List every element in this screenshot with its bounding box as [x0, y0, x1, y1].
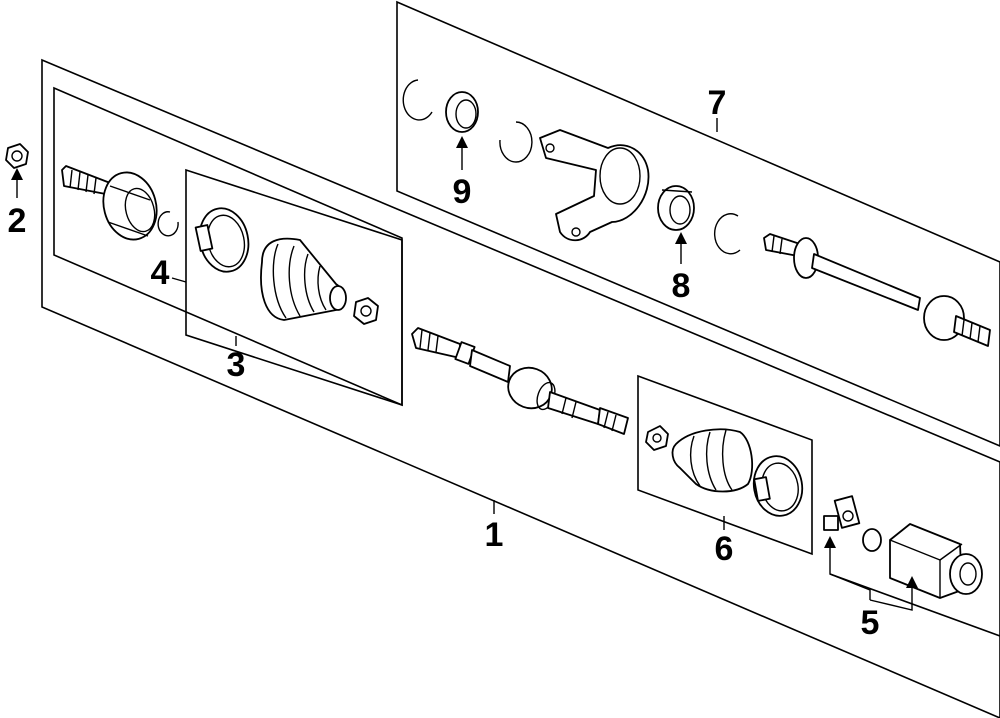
boot-clamp-part: [194, 207, 250, 273]
inner-joint-bracket: [829, 573, 1000, 637]
support-bearing-part: [657, 185, 695, 231]
callout-1: 1: [485, 516, 504, 554]
callout-4: 4: [151, 254, 170, 292]
outer-circlip-part: [157, 211, 179, 237]
callout-5-arrows: [824, 536, 918, 611]
outer-cv-joint-part: [61, 165, 158, 241]
outer-boot-part: [260, 237, 347, 321]
callout-9: 9: [453, 173, 472, 211]
inner-snap-ring-part: [862, 528, 882, 552]
intermediate-shaft-part: [763, 233, 991, 347]
inner-boot-clamp-part: [752, 455, 804, 517]
callout-8-arrow: [675, 232, 687, 264]
outer-boot-kit-frame: [185, 168, 403, 407]
bearing-support-bracket-part: [539, 129, 650, 242]
callout-7: 7: [708, 84, 727, 122]
inner-joint-housing-part: [889, 523, 983, 599]
snap-ring-left-part: [402, 79, 433, 121]
intermediate-shaft-frame: [396, 0, 1000, 447]
axle-assembly-frame: [41, 58, 1000, 718]
tripod-joint-part: [823, 495, 861, 531]
snap-ring-right-part: [713, 213, 741, 255]
callout-8: 8: [672, 267, 691, 305]
callout-2-arrow: [11, 168, 23, 198]
callout-3: 3: [227, 346, 246, 384]
inner-boot-part: [671, 428, 754, 493]
callout-9-arrow: [456, 136, 468, 170]
inner-boot-kit-frame: [637, 374, 813, 556]
axle-nut-part: [5, 143, 29, 169]
half-shaft-part: [411, 327, 629, 435]
callout-6: 6: [715, 530, 734, 568]
inner-boot-nut-part: [645, 425, 669, 451]
callout-2: 2: [8, 202, 27, 240]
dust-seal-part: [445, 91, 479, 133]
callout-5: 5: [861, 604, 880, 642]
callout-4-leader: [171, 277, 187, 283]
snap-ring-middle-part: [499, 121, 533, 163]
boot-kit-nut-part: [353, 297, 379, 325]
